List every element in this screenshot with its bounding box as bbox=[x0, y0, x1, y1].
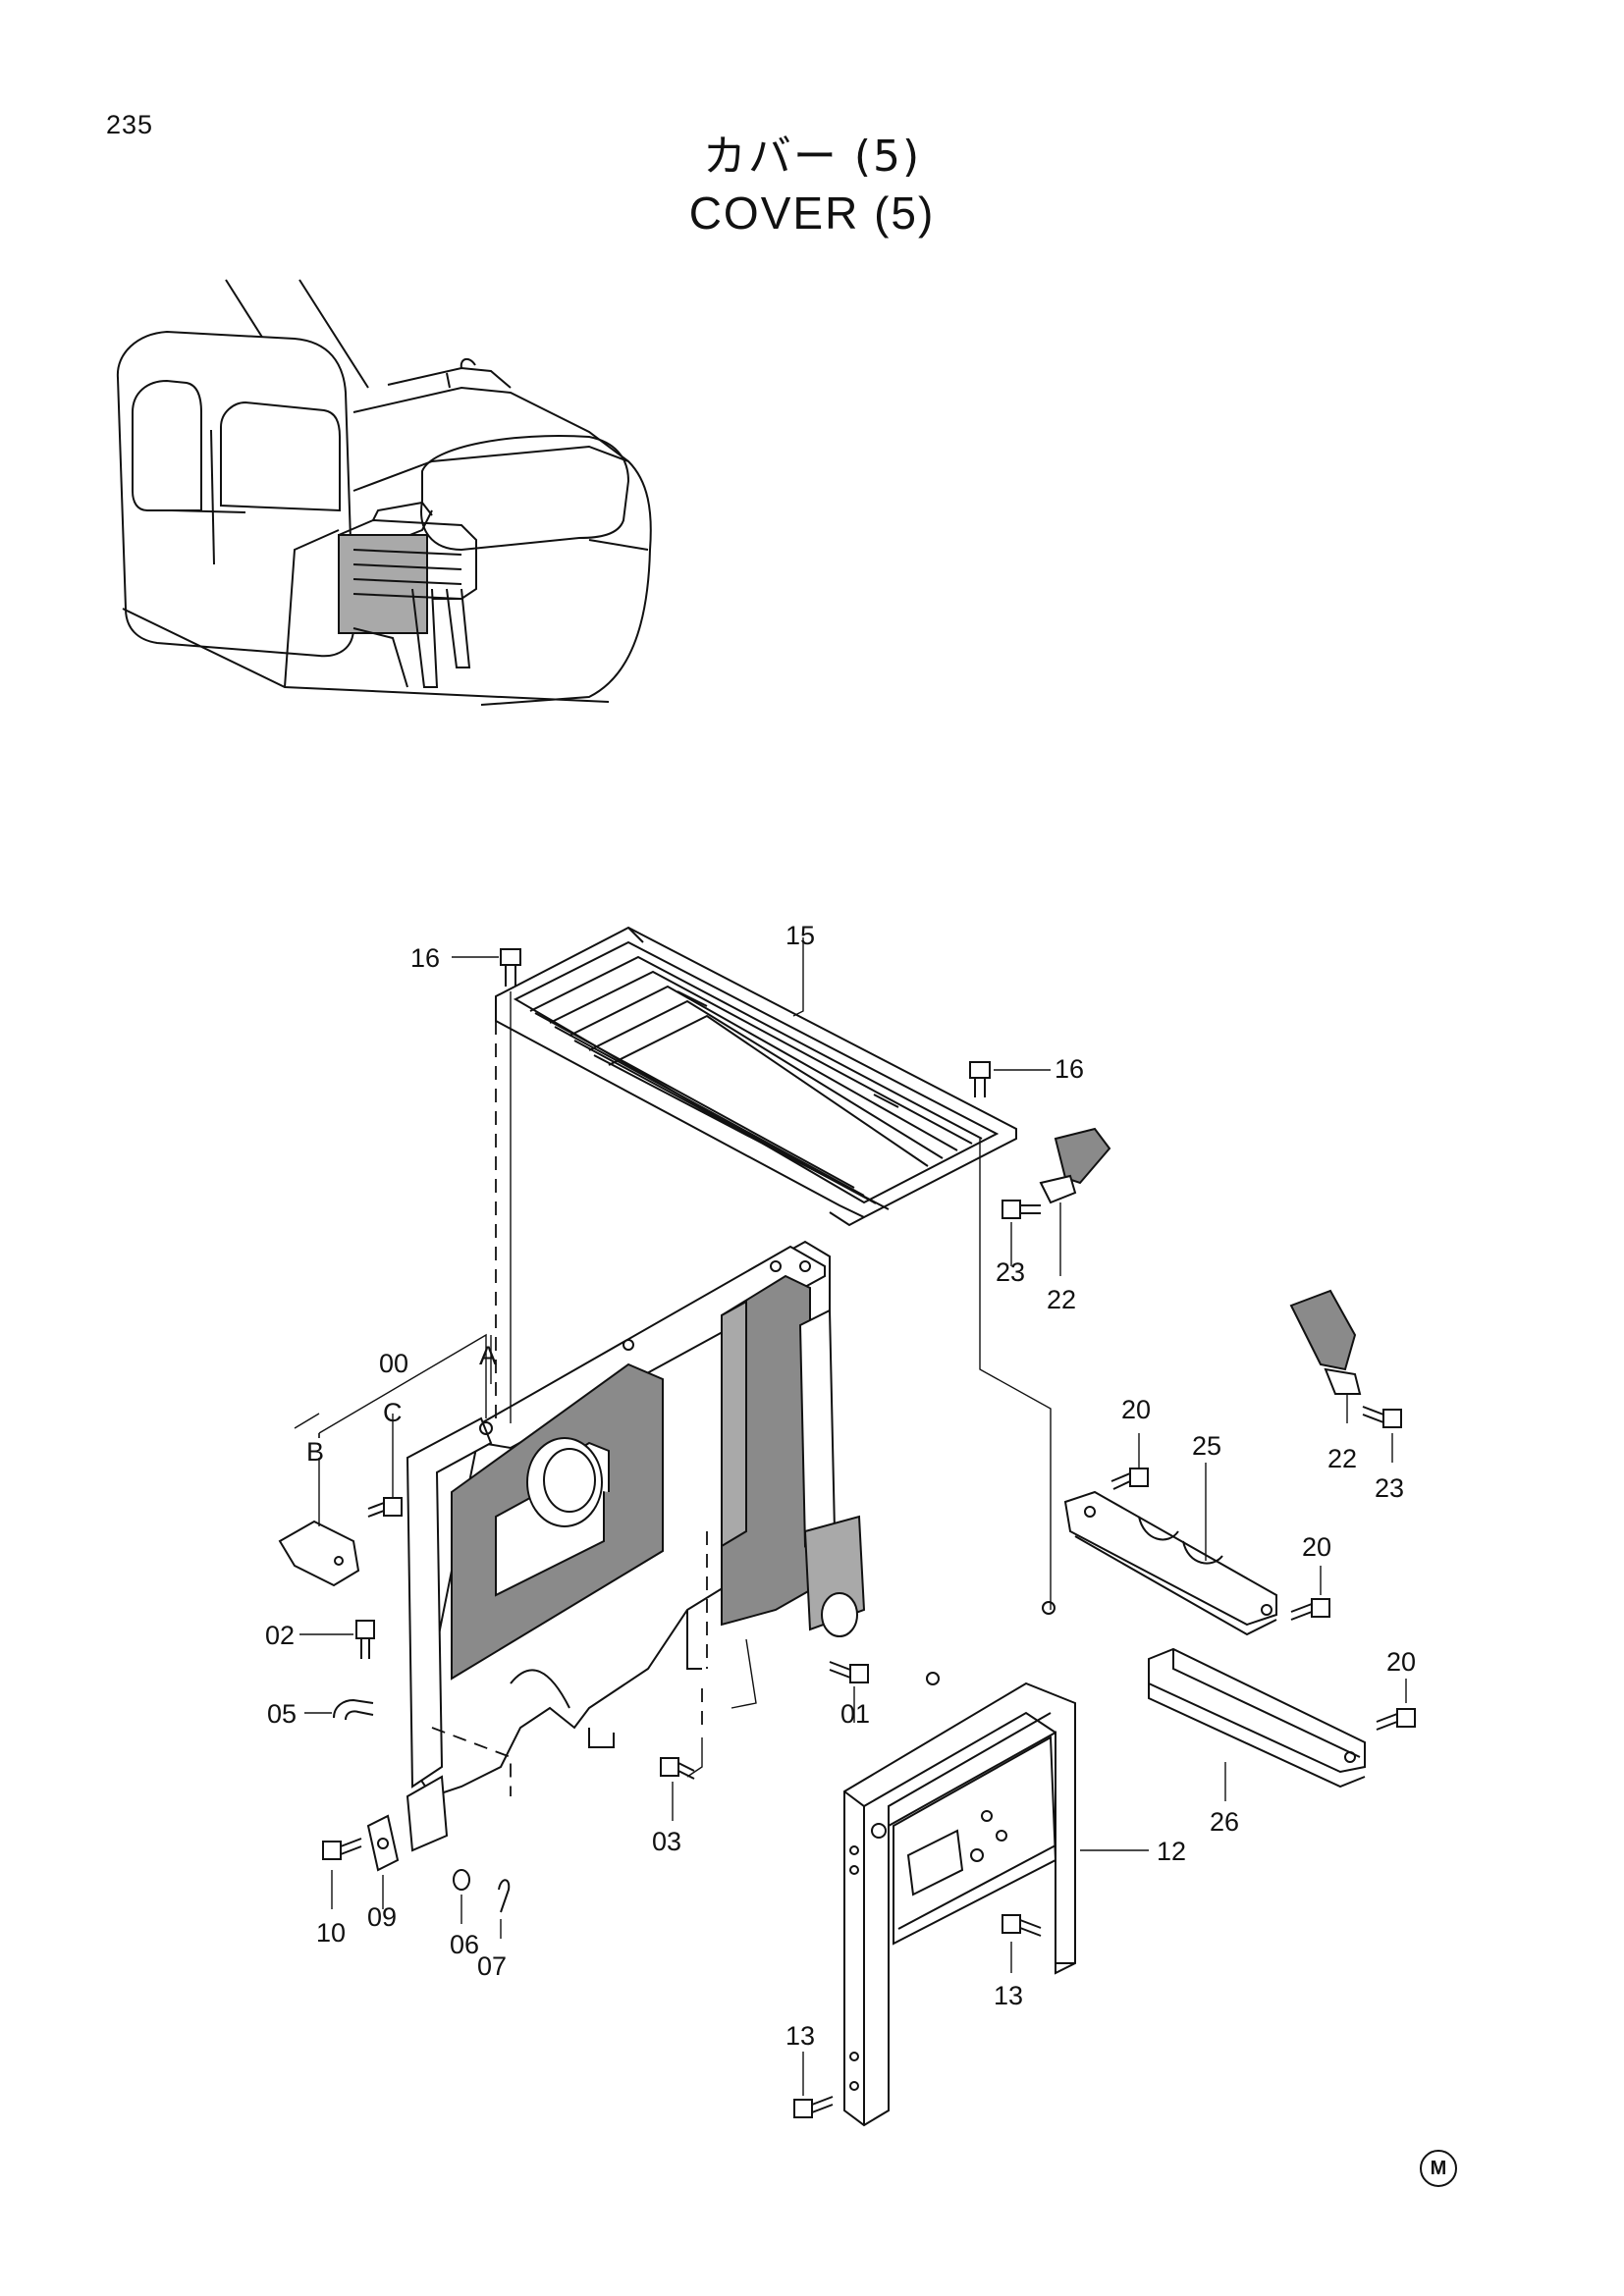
callout-07: 07 bbox=[477, 1951, 507, 1981]
callout-10: 10 bbox=[316, 1918, 346, 1948]
part-12-right-frame bbox=[843, 1601, 1076, 2127]
callout-20-c: 20 bbox=[1386, 1647, 1416, 1677]
callout-16-right: 16 bbox=[1055, 1054, 1084, 1084]
callout-00: 00 bbox=[379, 1349, 408, 1378]
part-15-top-grille bbox=[495, 926, 1017, 1227]
callout-15: 15 bbox=[785, 921, 815, 950]
page-number: 235 bbox=[106, 110, 154, 139]
callout-09: 09 bbox=[367, 1902, 397, 1932]
part-26-bracket bbox=[1148, 1647, 1366, 1789]
callout-12: 12 bbox=[1157, 1837, 1186, 1866]
callout-B: B bbox=[306, 1437, 324, 1467]
title-english: COVER (5) bbox=[688, 187, 936, 239]
part-25-bracket bbox=[1063, 1490, 1277, 1636]
part-22-clip-upper bbox=[1039, 1127, 1111, 1204]
part-07-pin bbox=[498, 1879, 511, 1913]
title-japanese: カバー (5) bbox=[702, 132, 922, 182]
callout-labels: 16 15 16 23 22 00 A C B 20 25 22 23 20 0… bbox=[265, 921, 1416, 2051]
part-05-rod bbox=[333, 1698, 374, 1721]
main-cover-panel bbox=[278, 1240, 866, 1852]
callout-22-upper: 22 bbox=[1047, 1285, 1076, 1314]
maker-mark: M bbox=[1420, 2150, 1457, 2187]
callout-02: 02 bbox=[265, 1621, 295, 1650]
part-09-plate bbox=[366, 1814, 400, 1872]
callout-22-lower: 22 bbox=[1327, 1444, 1357, 1473]
callout-26: 26 bbox=[1210, 1807, 1239, 1837]
callout-01: 01 bbox=[840, 1699, 870, 1729]
callout-13-bottom: 13 bbox=[785, 2021, 815, 2051]
bolt-icons bbox=[322, 948, 1416, 2118]
callout-05: 05 bbox=[267, 1699, 297, 1729]
callout-25: 25 bbox=[1192, 1431, 1221, 1461]
title-block: カバー (5) COVER (5) bbox=[0, 130, 1624, 241]
callout-C: C bbox=[383, 1398, 403, 1427]
callout-16-left: 16 bbox=[410, 943, 440, 973]
callout-03: 03 bbox=[652, 1827, 681, 1856]
callout-23-lower: 23 bbox=[1375, 1473, 1404, 1503]
overview-machine-sketch bbox=[116, 279, 652, 706]
leader-lines bbox=[294, 937, 1407, 2096]
callout-20-a: 20 bbox=[1121, 1395, 1151, 1424]
callout-13-right: 13 bbox=[994, 1981, 1023, 2010]
part-06-washer bbox=[453, 1869, 470, 1891]
callout-06: 06 bbox=[450, 1930, 479, 1959]
callout-23-upper: 23 bbox=[996, 1257, 1025, 1287]
part-22-clip-lower bbox=[1289, 1289, 1362, 1395]
callout-20-b: 20 bbox=[1302, 1532, 1331, 1562]
callout-A: A bbox=[479, 1341, 497, 1370]
